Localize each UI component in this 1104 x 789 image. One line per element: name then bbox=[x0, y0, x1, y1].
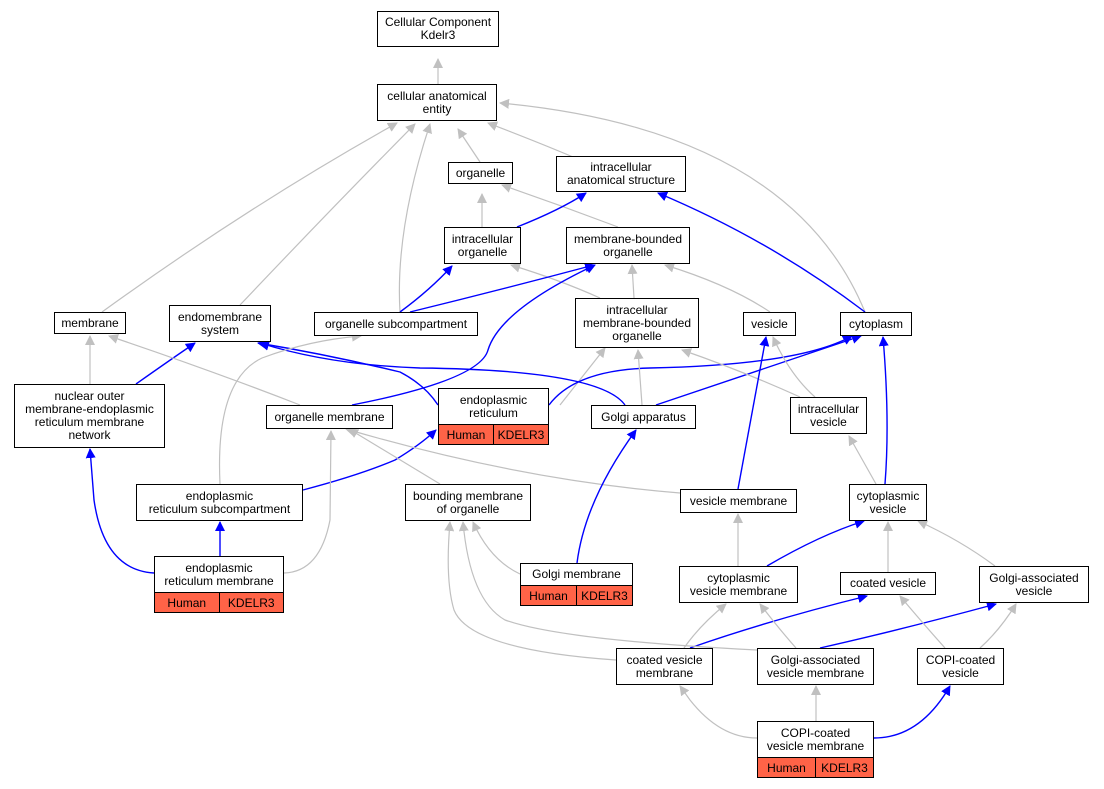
node-membrane[interactable]: membrane bbox=[54, 312, 126, 334]
node-organelle-membrane[interactable]: organelle membrane bbox=[266, 405, 393, 429]
edge-vm-om bbox=[345, 426, 681, 494]
edge-mbo-organelle bbox=[501, 183, 619, 228]
edge-gavm-cvm bbox=[759, 603, 797, 649]
edge-membrane-cae bbox=[101, 122, 398, 313]
node-bounding-membrane-of-organelle[interactable]: bounding membrane of organelle bbox=[405, 484, 531, 521]
edge-osub-cae bbox=[398, 123, 432, 313]
edge-copiv-coatv bbox=[899, 595, 946, 649]
gene-label[interactable]: KDELR3 bbox=[218, 592, 284, 613]
edge-gavm-gav bbox=[819, 601, 997, 649]
edge-copivm-copiv bbox=[873, 685, 951, 739]
node-er-subcompartment[interactable]: endoplasmic reticulum subcompartment bbox=[136, 484, 303, 521]
node-coated-vesicle-membrane[interactable]: coated vesicle membrane bbox=[616, 648, 713, 685]
edge-iv-vesicle bbox=[772, 336, 816, 398]
node-intracellular-organelle[interactable]: intracellular organelle bbox=[444, 227, 521, 264]
edge-cvm-cv bbox=[766, 518, 865, 567]
node-endoplasmic-reticulum[interactable]: endoplasmic reticulum bbox=[438, 388, 549, 425]
edge-gm-bmo bbox=[472, 521, 521, 575]
edge-erm-nomerm bbox=[85, 448, 155, 574]
edge-organelle-cae bbox=[457, 128, 481, 163]
node-organelle-subcompartment[interactable]: organelle subcompartment bbox=[314, 312, 478, 336]
node-organelle[interactable]: organelle bbox=[448, 162, 513, 184]
edge-osub-io bbox=[399, 265, 453, 313]
node-vesicle-membrane[interactable]: vesicle membrane bbox=[680, 489, 797, 513]
node-copi-coated-vesicle[interactable]: COPI-coated vesicle bbox=[917, 648, 1004, 685]
edge-nomerm-endomem bbox=[135, 342, 196, 385]
node-cellular-component-root[interactable]: Cellular Component Kdelr3 bbox=[377, 11, 499, 47]
edge-copivm-coatvm bbox=[679, 685, 758, 739]
edge-imbo-mbo bbox=[627, 264, 638, 299]
node-nuclear-outer-membrane-er-network[interactable]: nuclear outer membrane-endoplasmic retic… bbox=[14, 384, 165, 448]
edge-copiv-gav bbox=[979, 603, 1017, 649]
species-label: Human bbox=[154, 592, 220, 613]
edge-bmo-om bbox=[348, 428, 441, 485]
node-golgi-associated-vesicle[interactable]: Golgi-associated vesicle bbox=[979, 566, 1089, 603]
edge-om-mbo bbox=[351, 264, 596, 406]
species-label: Human bbox=[520, 585, 577, 606]
node-golgi-apparatus[interactable]: Golgi apparatus bbox=[591, 405, 696, 429]
edge-iv-imbo bbox=[681, 348, 801, 398]
species-label: Human bbox=[438, 424, 494, 445]
edge-cytoplasm-cae bbox=[499, 98, 866, 313]
edge-endomem-cae bbox=[239, 123, 416, 306]
edge-gavm-bmo bbox=[458, 521, 758, 651]
gene-label[interactable]: KDELR3 bbox=[815, 757, 874, 778]
node-intracellular-vesicle[interactable]: intracellular vesicle bbox=[790, 397, 867, 434]
edge-coatvm-coatv bbox=[689, 593, 868, 649]
edge-io-ias bbox=[516, 192, 587, 228]
node-golgi-associated-vesicle-membrane[interactable]: Golgi-associated vesicle membrane bbox=[757, 648, 874, 685]
node-cytoplasmic-vesicle[interactable]: cytoplasmic vesicle bbox=[849, 484, 927, 521]
node-cytoplasmic-vesicle-membrane[interactable]: cytoplasmic vesicle membrane bbox=[679, 566, 798, 603]
edge-er-imbo bbox=[559, 347, 606, 406]
node-cytoplasm[interactable]: cytoplasm bbox=[840, 312, 912, 336]
edge-ias-cae bbox=[487, 121, 574, 158]
edge-erm-om bbox=[283, 430, 336, 574]
edge-gm-golgi bbox=[576, 429, 637, 564]
edge-golgi-endomem bbox=[259, 340, 626, 406]
edge-osub-mbo bbox=[409, 262, 595, 313]
edge-imbo-io bbox=[510, 262, 601, 299]
edge-cv-cytoplasm bbox=[878, 336, 889, 485]
edge-coatvm-bmo bbox=[444, 521, 617, 661]
edge-gav-cv bbox=[917, 520, 996, 567]
edge-cv-iv bbox=[848, 435, 877, 485]
edge-layer bbox=[85, 58, 1017, 739]
edge-cytoplasm-ias bbox=[657, 191, 866, 313]
edge-er-cytoplasm bbox=[548, 335, 853, 406]
node-vesicle[interactable]: vesicle bbox=[743, 312, 796, 336]
node-membrane-bounded-organelle[interactable]: membrane-bounded organelle bbox=[566, 227, 690, 264]
node-intracellular-anatomical-structure[interactable]: intracellular anatomical structure bbox=[556, 156, 686, 192]
edge-ersub-osub bbox=[218, 331, 362, 485]
gene-label[interactable]: KDELR3 bbox=[576, 585, 633, 606]
edge-vesicle-mbo bbox=[664, 262, 771, 313]
gene-label[interactable]: KDELR3 bbox=[493, 424, 549, 445]
node-golgi-membrane[interactable]: Golgi membrane bbox=[520, 563, 633, 586]
node-endomembrane-system[interactable]: endomembrane system bbox=[169, 305, 271, 342]
node-cellular-anatomical-entity[interactable]: cellular anatomical entity bbox=[377, 84, 497, 121]
node-coated-vesicle[interactable]: coated vesicle bbox=[840, 572, 936, 595]
node-intracellular-membrane-bounded-organelle[interactable]: intracellular membrane-bounded organelle bbox=[575, 298, 699, 348]
node-copi-coated-vesicle-membrane[interactable]: COPI-coated vesicle membrane bbox=[757, 721, 874, 758]
edge-er-endomem bbox=[257, 339, 439, 406]
edge-vm-vesicle bbox=[737, 336, 770, 490]
edge-coatvm-cvm bbox=[683, 603, 727, 649]
species-label: Human bbox=[757, 757, 816, 778]
edge-om-membrane bbox=[108, 334, 301, 406]
node-endoplasmic-reticulum-membrane[interactable]: endoplasmic reticulum membrane bbox=[154, 556, 284, 593]
edge-golgi-imbo bbox=[633, 349, 644, 406]
edge-ersub-om bbox=[302, 429, 437, 491]
